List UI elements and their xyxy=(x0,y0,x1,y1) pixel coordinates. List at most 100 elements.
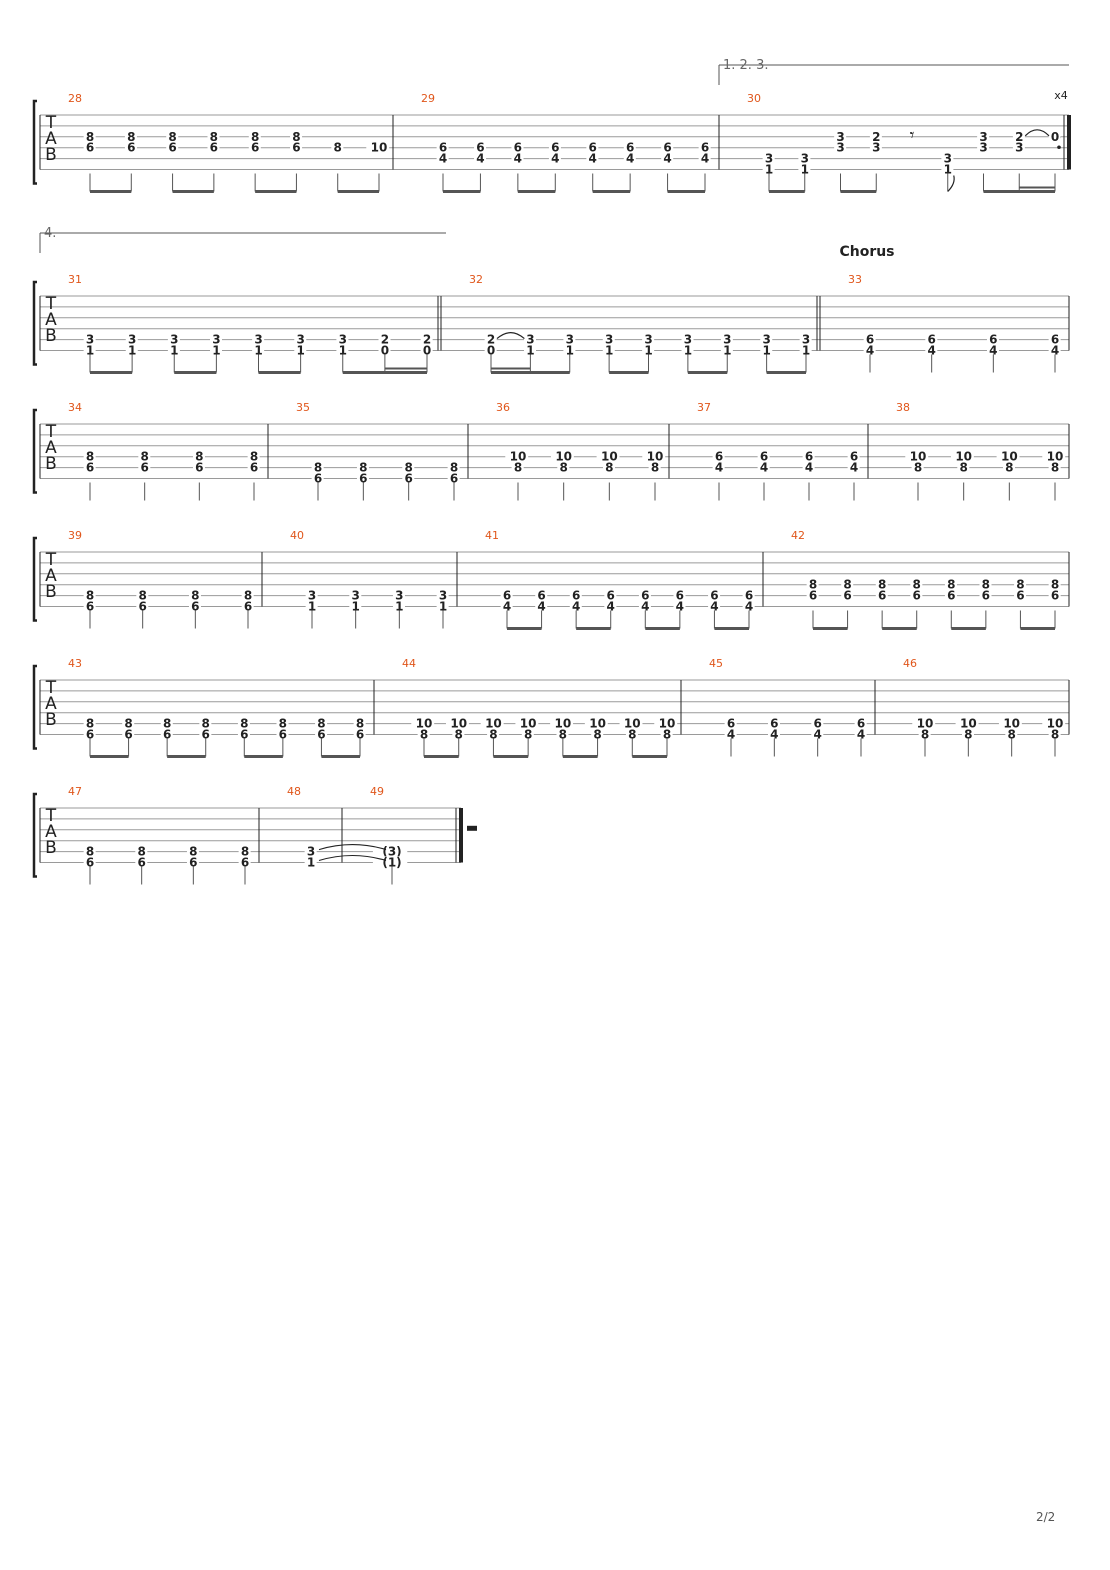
fret-number: 10 xyxy=(1047,717,1064,731)
fret-number: 8 xyxy=(651,461,659,475)
fret-background xyxy=(698,152,711,164)
fret-background xyxy=(83,141,96,153)
fret-background xyxy=(910,578,923,590)
fret-background xyxy=(863,333,876,345)
fret-number: 3 xyxy=(439,589,447,603)
fret-background xyxy=(366,141,390,153)
system-bracket xyxy=(32,664,37,750)
fret-number: 4 xyxy=(503,600,511,614)
fret-number: 8 xyxy=(244,589,252,603)
fret-number: 8 xyxy=(140,450,148,464)
fret-number: 6 xyxy=(1016,589,1024,603)
fret-background xyxy=(998,717,1022,729)
fret-background xyxy=(136,589,149,601)
fret-number: 8 xyxy=(1007,728,1015,742)
fret-background xyxy=(186,856,199,868)
fret-number: 3 xyxy=(605,333,613,347)
fret-background xyxy=(420,333,433,345)
fret-number: 8 xyxy=(168,130,176,144)
fret-number: 4 xyxy=(663,152,671,166)
fret-number: 1 xyxy=(212,344,220,358)
fret-background xyxy=(799,333,812,345)
fret-number: 6 xyxy=(982,589,990,603)
fret-number: 6 xyxy=(138,600,146,614)
fret-background xyxy=(623,141,636,153)
fret-background xyxy=(484,333,497,345)
system-bracket xyxy=(32,99,37,185)
fret-number: 3 xyxy=(170,333,178,347)
fret-number: 4 xyxy=(715,461,723,475)
fret-number: 3 xyxy=(395,589,403,603)
fret-number: 1 xyxy=(296,344,304,358)
fret-background xyxy=(474,152,487,164)
fret-number: 8 xyxy=(202,717,210,731)
fret-background xyxy=(661,152,674,164)
fret-number: 6 xyxy=(551,141,559,155)
fret-background xyxy=(304,856,317,868)
fret-background xyxy=(356,461,369,473)
fret-background xyxy=(199,728,212,740)
fret-background xyxy=(724,728,737,740)
fret-number: 4 xyxy=(805,461,813,475)
fret-number: 10 xyxy=(1047,450,1064,464)
fret-number: 3 xyxy=(86,333,94,347)
fret-number: 8 xyxy=(878,578,886,592)
fret-number: 2 xyxy=(381,333,389,347)
fret-background xyxy=(305,600,318,612)
tie xyxy=(318,844,387,851)
fret-number: (3) xyxy=(382,845,401,859)
fret-number: 3 xyxy=(644,333,652,347)
fret-number: 3 xyxy=(254,333,262,347)
fret-number: 8 xyxy=(514,461,522,475)
fret-number: 4 xyxy=(745,600,753,614)
measure-number: 38 xyxy=(896,401,910,414)
fret-number: 8 xyxy=(250,450,258,464)
fret-background xyxy=(798,163,811,175)
fret-number: 10 xyxy=(555,450,572,464)
fret-number: 4 xyxy=(537,600,545,614)
fret-background xyxy=(436,141,449,153)
fret-number: 4 xyxy=(589,152,597,166)
fret-background xyxy=(186,845,199,857)
repeat-count: x4 xyxy=(1054,89,1068,102)
tab-clef-letter: B xyxy=(45,838,57,858)
measure-number: 39 xyxy=(68,529,82,542)
fret-number: 3 xyxy=(1015,141,1023,155)
fret-number: 10 xyxy=(955,450,972,464)
fret-number: 6 xyxy=(137,856,145,870)
fret-background xyxy=(311,472,324,484)
fret-background xyxy=(349,589,362,601)
fret-background xyxy=(811,728,824,740)
fret-background xyxy=(207,141,220,153)
fret-background xyxy=(524,333,537,345)
fret-background xyxy=(210,333,223,345)
fret-background xyxy=(638,600,651,612)
fret-number: 3 xyxy=(526,333,534,347)
system-bracket xyxy=(32,536,37,622)
fret-number: 6 xyxy=(124,728,132,742)
measure-number: 42 xyxy=(791,529,805,542)
fret-number: 4 xyxy=(710,600,718,614)
fret-number: 1 xyxy=(566,344,574,358)
fret-background xyxy=(83,461,96,473)
fret-number: 10 xyxy=(555,717,572,731)
system-bracket xyxy=(32,408,37,494)
fret-number: 1 xyxy=(254,344,262,358)
fret-background xyxy=(417,728,430,740)
fret-number: 8 xyxy=(86,450,94,464)
fret-number: 6 xyxy=(244,600,252,614)
fret-number: 1 xyxy=(802,344,810,358)
fret-number: 6 xyxy=(140,461,148,475)
fret-background xyxy=(604,589,617,601)
fret-number: 0 xyxy=(423,344,431,358)
fret-background xyxy=(654,717,678,729)
fret-background xyxy=(854,717,867,729)
fret-background xyxy=(511,461,524,473)
fret-background xyxy=(125,333,138,345)
fret-background xyxy=(563,333,576,345)
fret-background xyxy=(762,163,775,175)
fret-number: 1 xyxy=(526,344,534,358)
fret-background xyxy=(207,130,220,142)
measure-number: 44 xyxy=(402,657,416,670)
fret-background xyxy=(500,600,513,612)
